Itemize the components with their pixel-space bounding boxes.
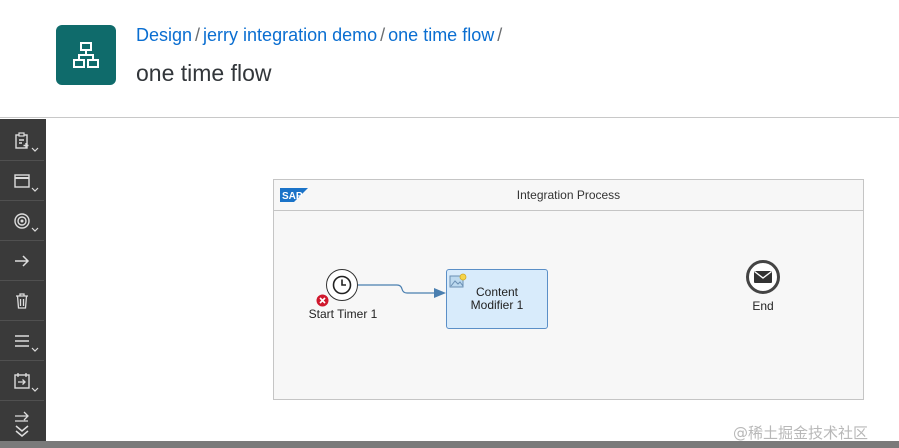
horizontal-scrollbar[interactable] [0,441,899,448]
palette-routing[interactable] [0,401,44,447]
palette-delete[interactable] [0,281,44,321]
chevron-down-icon [31,387,39,392]
connector-icon [15,254,30,267]
events-icon [14,212,30,229]
start-timer-event[interactable] [326,269,358,301]
chevron-down-icon [31,347,39,352]
call-icon [14,372,30,389]
sap-logo-text: SAP [282,191,303,202]
content-modifier-label: Content Modifier 1 [470,285,524,312]
breadcrumb-separator: / [497,25,503,45]
end-event-label: End [752,299,774,313]
message-end-icon [754,270,772,283]
content-modifier-icon [449,273,467,288]
palette-toolbar [0,119,46,448]
hierarchy-icon [73,42,99,68]
page-title: one time flow [136,60,272,86]
breadcrumb-separator: / [380,25,386,45]
watermark: @稀土掘金技术社区 [733,424,869,442]
routing-icon [15,411,29,437]
timer-icon [332,275,352,295]
chevron-down-icon [31,227,39,232]
breadcrumb: Design/jerry integration demo/one time f… [136,25,505,46]
error-icon[interactable] [316,294,329,307]
start-event-label: Start Timer 1 [308,307,378,321]
palette-connector[interactable] [0,241,44,281]
menu-icon [15,334,29,347]
delete-icon [16,292,28,309]
breadcrumb-artifact[interactable]: one time flow [388,25,495,45]
process-header: SAP Integration Process [274,180,863,211]
integration-process-pool[interactable]: SAP Integration Process [273,179,864,400]
breadcrumb-package[interactable]: jerry integration demo [203,25,378,45]
page-header: Design/jerry integration demo/one time f… [0,0,899,118]
end-message-event[interactable] [746,260,780,294]
participants-icon [15,131,29,149]
breadcrumb-design[interactable]: Design [136,25,193,45]
chevron-down-icon [31,147,39,152]
process-title: Integration Process [516,188,621,202]
breadcrumb-separator: / [195,25,201,45]
chevron-down-icon [31,187,39,192]
palette-process[interactable] [0,161,44,201]
app-tile [56,25,116,85]
palette-events[interactable] [0,201,44,241]
palette-menu[interactable] [0,321,44,361]
palette-call[interactable] [0,361,44,401]
process-icon [14,173,30,188]
palette-participants[interactable] [0,121,44,161]
sap-logo: SAP [280,188,308,202]
content-modifier-step[interactable]: Content Modifier 1 [446,269,548,329]
